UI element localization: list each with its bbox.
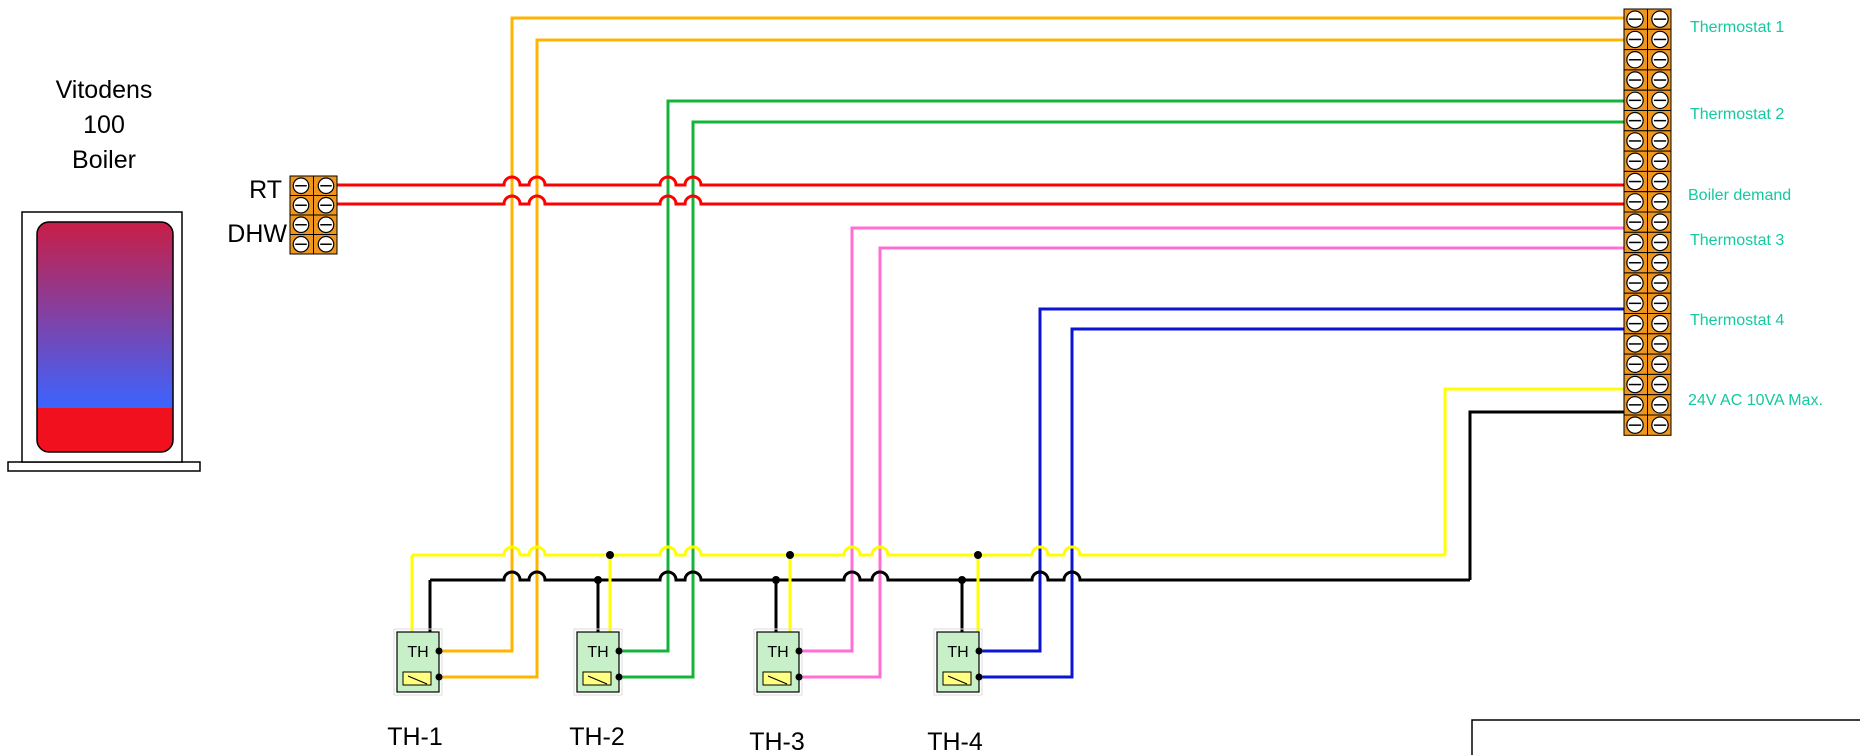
relay-terminal-21 xyxy=(1623,414,1672,436)
junction-th2-common xyxy=(594,576,602,584)
junction-th4-common xyxy=(958,576,966,584)
wire-boiler-demand-a xyxy=(320,175,1624,187)
relay-terminal-16 xyxy=(1623,313,1672,335)
wire-24v-hot-riser xyxy=(1443,387,1624,555)
wire-thermostat-4-a xyxy=(980,307,1624,653)
thermostat-2-terminal-b xyxy=(615,673,623,681)
rt-label: RT xyxy=(249,176,282,204)
boiler-title-line-1: Vitodens xyxy=(56,76,153,104)
relay-terminal-19 xyxy=(1623,373,1672,396)
thermostat-2-switch-contact xyxy=(587,675,608,685)
wire-thermostat-4-b xyxy=(980,327,1624,679)
thermostat-2: TH xyxy=(573,628,623,696)
thermostat-4-outline xyxy=(933,628,983,696)
thermostat-3-outline xyxy=(753,628,803,696)
wire-24v-hot-bus xyxy=(412,545,1445,557)
relay-terminal-block xyxy=(1623,8,1672,436)
thermostat-1-badge: TH xyxy=(407,644,428,661)
thermostat-2-switch xyxy=(582,671,612,686)
relay-terminal-11 xyxy=(1623,211,1672,233)
thermostat-2-badge: TH xyxy=(587,644,608,661)
thermostat-1: TH xyxy=(393,628,443,696)
thermostat-1-switch-contact xyxy=(407,675,428,685)
label-24v-power: 24V AC 10VA Max. xyxy=(1688,392,1823,409)
boiler-terminal-block xyxy=(289,175,338,255)
thermostat-4-switch-contact xyxy=(947,675,968,685)
thermostat-4-badge: TH xyxy=(947,644,968,661)
thermostat-label-1: TH-1 xyxy=(387,723,443,751)
thermostat-2-outline xyxy=(573,628,623,696)
label-thermostat-2: Thermostat 2 xyxy=(1690,106,1784,123)
thermostat-3-terminal-a xyxy=(795,647,803,655)
thermostat-1-switch xyxy=(402,671,432,686)
relay-terminal-13 xyxy=(1623,252,1672,274)
terminal-labels: Thermostat 1 Thermostat 2 Boiler demand … xyxy=(1688,19,1823,409)
relay-terminal-1 xyxy=(1623,8,1672,30)
thermostat-3-terminal-b xyxy=(795,673,803,681)
title-block-frame xyxy=(1471,719,1860,755)
thermostat-4-terminal-b xyxy=(975,673,983,681)
wire-thermostat-1-a xyxy=(440,16,1624,653)
wire-thermostat-3-b xyxy=(800,246,1624,679)
relay-terminal-9 xyxy=(1623,170,1672,193)
relay-terminal-8 xyxy=(1623,150,1672,172)
relay-terminal-10 xyxy=(1623,191,1672,213)
wire-thermostat-2-b xyxy=(620,120,1624,679)
thermostat-1-outline xyxy=(393,628,443,696)
junction-th2-hot xyxy=(606,551,614,559)
wire-thermostat-2-a xyxy=(620,99,1624,653)
relay-terminal-20 xyxy=(1623,394,1672,416)
junction-th3-common xyxy=(772,576,780,584)
dhw-label: DHW xyxy=(227,220,287,248)
boiler-terminal-4 xyxy=(289,234,338,255)
thermostat-3-switch xyxy=(762,671,792,686)
label-thermostat-3: Thermostat 3 xyxy=(1690,232,1784,249)
wire-thermostat-3-a xyxy=(800,226,1624,653)
thermostat-label-2: TH-2 xyxy=(569,723,625,751)
thermostat-1-terminal-a xyxy=(435,647,443,655)
junction-th4-hot xyxy=(974,551,982,559)
thermostat-3: TH xyxy=(753,628,803,696)
boiler-terminal-2 xyxy=(289,195,338,216)
relay-terminal-15 xyxy=(1623,292,1672,315)
boiler-base xyxy=(7,461,201,472)
wire-thermostat-1-b xyxy=(440,38,1624,679)
relay-terminal-7 xyxy=(1623,130,1672,152)
relay-terminal-14 xyxy=(1623,272,1672,294)
boiler-title-line-3: Boiler xyxy=(72,146,136,174)
wire-24v-common-bus xyxy=(430,570,1470,582)
relay-terminal-5 xyxy=(1623,89,1672,111)
wire-boiler-demand-b xyxy=(320,194,1624,206)
relay-terminal-4 xyxy=(1623,69,1672,91)
thermostat-label-3: TH-3 xyxy=(749,728,805,755)
boiler-terminal-3 xyxy=(289,214,338,235)
boiler: Vitodens 100 Boiler xyxy=(7,76,201,472)
relay-terminal-2 xyxy=(1623,28,1672,51)
boiler-tank xyxy=(37,222,173,452)
thermostat-2-terminal-a xyxy=(615,647,623,655)
boiler-title-line-2: 100 xyxy=(83,111,125,139)
wire-24v-common-riser xyxy=(1468,410,1624,580)
thermostat-4-switch xyxy=(942,671,972,686)
relay-terminal-18 xyxy=(1623,353,1672,375)
label-thermostat-1: Thermostat 1 xyxy=(1690,19,1784,36)
thermostat-4-terminal-a xyxy=(975,647,983,655)
thermostats: TH TH TH TH xyxy=(393,628,983,696)
relay-terminal-17 xyxy=(1623,333,1672,355)
junction-th3-hot xyxy=(786,551,794,559)
thermostat-label-4: TH-4 xyxy=(927,728,983,755)
relay-terminal-12 xyxy=(1623,231,1672,254)
label-thermostat-4: Thermostat 4 xyxy=(1690,312,1784,329)
boiler-terminal-1 xyxy=(289,175,338,196)
thermostat-3-badge: TH xyxy=(767,644,788,661)
label-boiler-demand: Boiler demand xyxy=(1688,187,1791,204)
relay-terminal-3 xyxy=(1623,49,1672,71)
thermostat-3-switch-contact xyxy=(767,675,788,685)
wires xyxy=(320,16,1624,679)
relay-terminal-6 xyxy=(1623,110,1672,132)
thermostat-1-terminal-b xyxy=(435,673,443,681)
thermostat-4: TH xyxy=(933,628,983,696)
